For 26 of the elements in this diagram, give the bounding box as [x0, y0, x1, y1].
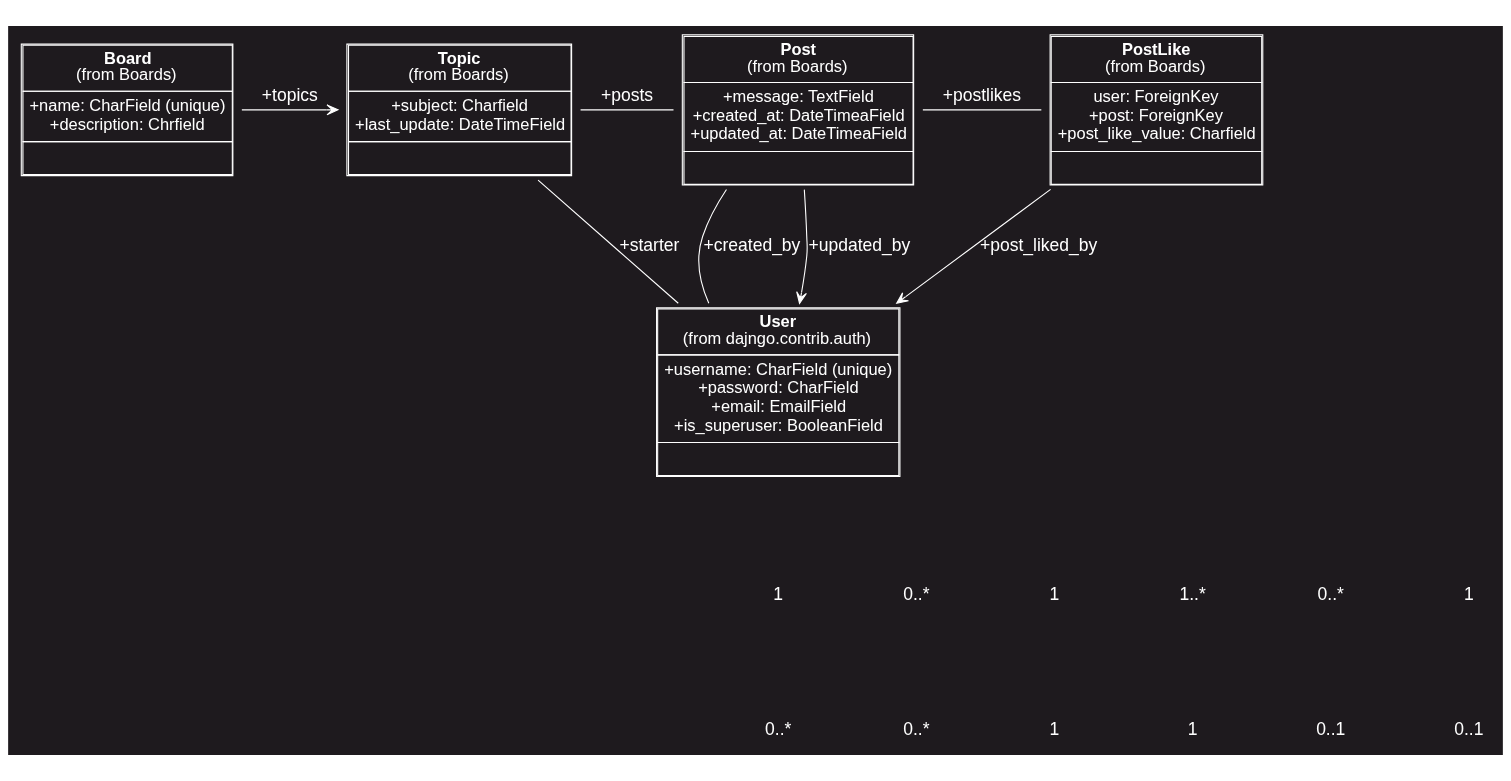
label: 0..* — [903, 719, 930, 740]
label: 1 — [1464, 584, 1474, 605]
edge-label: +topics — [261, 84, 318, 105]
edge-label: +starter — [619, 234, 680, 255]
connector — [580, 109, 675, 111]
connector — [698, 189, 727, 304]
label: 1 — [1049, 719, 1060, 740]
edge-label: +updated_by — [808, 234, 911, 255]
label: 0..* — [903, 584, 930, 605]
arrow — [241, 104, 339, 116]
connector — [537, 179, 679, 304]
edge-label: +postlikes — [942, 84, 1022, 105]
arrow — [796, 189, 808, 304]
connector — [922, 109, 1042, 111]
label: 1 — [1049, 584, 1060, 605]
edge-label: +post_liked_by — [979, 234, 1098, 255]
edge-label: +posts — [600, 84, 654, 105]
arrow — [896, 188, 1052, 304]
label: 1 — [773, 584, 784, 605]
label: 1..* — [1179, 584, 1206, 605]
label: 0..1 — [1316, 719, 1346, 740]
label: 1 — [1187, 719, 1198, 740]
label: 0..* — [1317, 584, 1344, 605]
label: 0..1 — [1454, 719, 1484, 740]
label: 0..* — [765, 719, 792, 740]
edge-label: +created_by — [703, 234, 801, 255]
